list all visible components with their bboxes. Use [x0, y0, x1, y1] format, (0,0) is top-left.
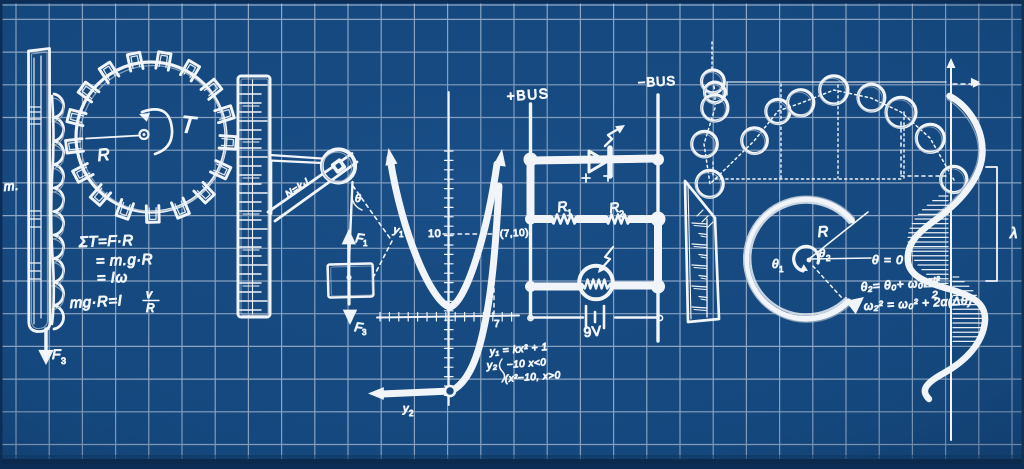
svg-text:10: 10: [428, 228, 441, 240]
svg-text:3: 3: [362, 328, 367, 337]
svg-text:ΣT=F·R: ΣT=F·R: [78, 232, 134, 251]
svg-text:7: 7: [494, 319, 500, 330]
svg-text:y₂: y₂: [485, 359, 498, 372]
svg-text:3: 3: [61, 356, 67, 366]
svg-text:2: 2: [409, 409, 414, 418]
svg-text:θ = 0: θ = 0: [872, 253, 904, 267]
svg-text:−BUS: −BUS: [637, 73, 676, 90]
svg-text:= m.g·R: = m.g·R: [96, 251, 154, 270]
svg-text:R: R: [96, 145, 111, 165]
svg-text:m.: m.: [3, 178, 20, 194]
svg-text:θ: θ: [355, 193, 361, 205]
svg-text:= Iω: = Iω: [97, 269, 128, 287]
svg-text:9V: 9V: [583, 322, 603, 340]
svg-text:λ: λ: [1009, 225, 1018, 242]
svg-text:v: v: [146, 287, 153, 301]
svg-text:2: 2: [826, 254, 831, 263]
svg-text:R: R: [146, 301, 155, 315]
svg-text:+BUS: +BUS: [506, 85, 550, 104]
svg-text:(7,10): (7,10): [500, 227, 530, 240]
svg-text:R: R: [817, 223, 830, 241]
svg-text:2: 2: [619, 209, 625, 219]
svg-text:mg·R=I: mg·R=I: [69, 292, 122, 312]
svg-text:θ: θ: [772, 257, 779, 271]
svg-text:θ: θ: [819, 248, 825, 260]
svg-text:1: 1: [567, 208, 573, 218]
svg-text:1: 1: [363, 239, 368, 248]
svg-text:1: 1: [779, 265, 784, 274]
svg-text:1: 1: [399, 230, 404, 239]
